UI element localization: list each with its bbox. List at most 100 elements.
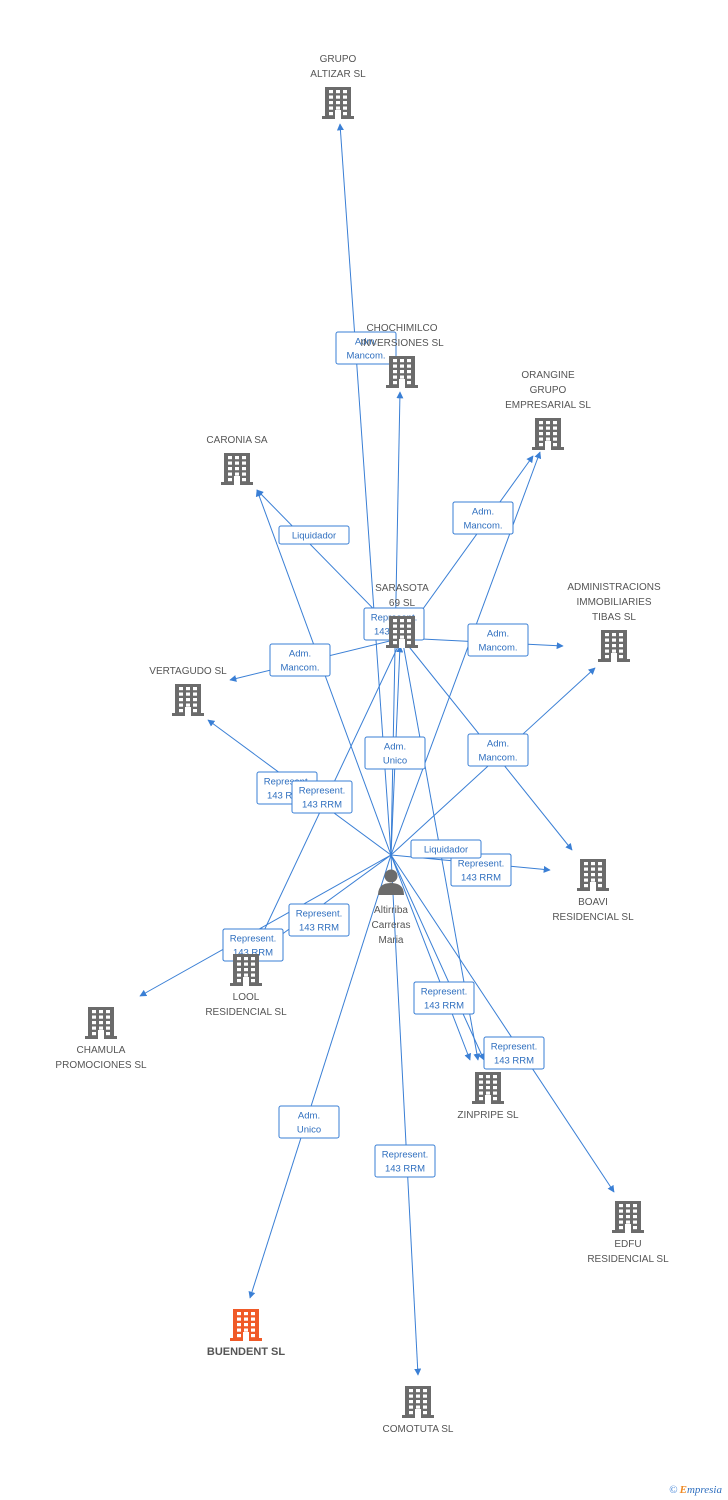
- edge-label-frame: [288, 903, 350, 937]
- node-label: CHOCHIMILCO: [366, 323, 437, 334]
- edge-label-text: Adm.: [289, 649, 311, 660]
- edge-label-text: Mancom.: [478, 643, 517, 654]
- edge-label-text: Represent.: [299, 786, 345, 797]
- building-icon: [472, 1072, 504, 1104]
- relation-edge: [390, 854, 422, 1376]
- edge-label-frame: [278, 1105, 340, 1139]
- edge-label-box[interactable]: Represent. 143 RRM: [288, 903, 350, 937]
- edge-label-text: Unico: [383, 756, 407, 767]
- edge-label-text: 143 RRM: [267, 791, 307, 802]
- edge-label-text: Adm.: [298, 1111, 320, 1122]
- node-label: EMPRESARIAL SL: [505, 400, 591, 411]
- edge-label-text: Adm.: [355, 337, 377, 348]
- relation-edge: [390, 451, 542, 856]
- building-icon: [322, 87, 354, 119]
- node-grupo_altizar[interactable]: GRUPO ALTIZAR SL: [310, 54, 366, 119]
- node-label: EDFU: [614, 1239, 641, 1250]
- node-label: CHAMULA: [77, 1045, 126, 1056]
- edge-label-box[interactable]: Represent.143 RRM: [374, 1144, 436, 1178]
- node-zinpripe[interactable]: ZINPRIPE SL: [457, 1072, 519, 1121]
- edge-label-box[interactable]: Adm. Mancom.: [467, 733, 529, 767]
- building-icon: [230, 1309, 262, 1341]
- edge-label-text: 143 RRM: [299, 923, 339, 934]
- node-label: INVERSIONES SL: [360, 338, 444, 349]
- node-sarasota[interactable]: SARASOTA 69 SL: [375, 583, 429, 648]
- edge-label-text: Adm.: [472, 507, 494, 518]
- node-comotuta[interactable]: COMOTUTA SL: [383, 1386, 454, 1435]
- node-buendent[interactable]: BUENDENT SL: [207, 1309, 286, 1358]
- node-label: PROMOCIONES SL: [55, 1060, 147, 1071]
- edge-label-frame: [278, 525, 350, 545]
- node-label: 69 SL: [389, 598, 416, 609]
- node-vertagudo[interactable]: VERTAGUDO SL: [149, 666, 227, 716]
- node-label: ZINPRIPE SL: [457, 1110, 519, 1121]
- relation-edge: [336, 123, 392, 856]
- node-label: GRUPO: [320, 54, 357, 65]
- edge-label-box[interactable]: Represent.143 RRM: [483, 1036, 545, 1070]
- edge-label-box[interactable]: Adm.Mancom.: [452, 501, 514, 535]
- edge-label-frame: [483, 1036, 545, 1070]
- edge-label-text: Represent.: [458, 859, 504, 870]
- node-label: CARONIA SA: [206, 435, 267, 446]
- edge-label-text: Mancom.: [346, 351, 385, 362]
- edge-label-box[interactable]: Adm. Unico: [278, 1105, 340, 1139]
- edge-label-box[interactable]: Represent. 143 RRM: [222, 928, 284, 962]
- node-label: Maria: [378, 935, 403, 946]
- edge-label-text: Liquidador: [424, 845, 468, 856]
- edge-label-frame: [291, 780, 353, 814]
- node-label: TIBAS SL: [592, 612, 636, 623]
- node-boavi[interactable]: BOAVI RESIDENCIAL SL: [552, 859, 634, 923]
- edge-label-text: 143 RRM: [424, 1001, 464, 1012]
- edge-label-text: Mancom.: [478, 753, 517, 764]
- edge-label-box[interactable]: Adm. Mancom.: [335, 331, 397, 365]
- edge-label-frame: [467, 733, 529, 767]
- node-label: BOAVI: [578, 897, 608, 908]
- node-caronia[interactable]: CARONIA SA: [206, 435, 268, 485]
- edge-label-text: Represent.: [296, 909, 342, 920]
- edge-label-text: Represent.: [421, 987, 467, 998]
- edge-label-box[interactable]: Liquidador: [278, 525, 350, 545]
- edge-label-box[interactable]: Adm.Mancom.: [467, 623, 529, 657]
- edge-label-text: Adm.: [487, 739, 509, 750]
- relation-edge: [248, 854, 392, 1299]
- node-label: ALTIZAR SL: [310, 69, 366, 80]
- node-label: RESIDENCIAL SL: [552, 912, 634, 923]
- edge-label-box[interactable]: Represent. 143 RRM: [413, 981, 475, 1015]
- node-label: LOOL: [233, 992, 260, 1003]
- nodes-layer: GRUPO ALTIZAR SL CHOCHIMILCO INVERSIONES SL…: [55, 54, 669, 1435]
- node-chamula[interactable]: CHAMULA PROMOCIONES SL: [55, 1007, 147, 1071]
- node-label: VERTAGUDO SL: [149, 666, 227, 677]
- node-label: SARASOTA: [375, 583, 429, 594]
- edge-label-box[interactable]: Represent.143 RRM: [291, 780, 353, 814]
- edge-label-frame: [374, 1144, 436, 1178]
- edge-label-box[interactable]: Adm.Unico: [364, 736, 426, 770]
- edge-label-box[interactable]: Represent.143 RRM: [450, 853, 512, 887]
- node-label: BUENDENT SL: [207, 1346, 286, 1358]
- edge-label-text: 143 RRM: [233, 948, 273, 959]
- node-label: Carreras: [372, 920, 411, 931]
- edge-labels-layer: Adm.Mancom.Adm.UnicoAdm.Mancom.Adm.Manco…: [222, 331, 545, 1178]
- building-icon: [230, 954, 262, 986]
- edge-label-frame: [410, 839, 482, 859]
- building-icon: [612, 1201, 644, 1233]
- person-icon: [378, 869, 404, 895]
- edge-label-box[interactable]: Liquidador: [410, 839, 482, 859]
- edge-label-box[interactable]: Adm.Mancom.: [269, 643, 331, 677]
- building-icon: [172, 684, 204, 716]
- building-icon: [598, 630, 630, 662]
- node-label: GRUPO: [530, 385, 567, 396]
- edge-label-text: Represent.: [491, 1042, 537, 1053]
- edge-label-text: Unico: [297, 1125, 321, 1136]
- building-icon: [386, 616, 418, 648]
- edge-label-text: Represent.: [230, 934, 276, 945]
- relation-edge: [390, 854, 472, 1061]
- relation-edge: [401, 455, 534, 639]
- node-chochimilco[interactable]: CHOCHIMILCO INVERSIONES SL: [360, 323, 444, 388]
- relation-edge: [139, 854, 392, 997]
